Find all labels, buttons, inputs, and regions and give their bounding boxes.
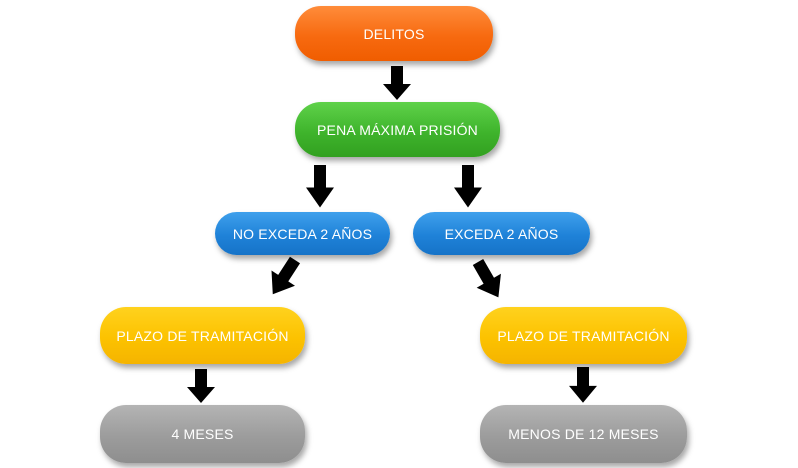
node-menos-de-12-meses: MENOS DE 12 MESES bbox=[480, 405, 687, 463]
node-delitos: DELITOS bbox=[295, 6, 493, 61]
node-delitos-label: DELITOS bbox=[363, 25, 425, 42]
arrow-plazo-right-to-12-meses bbox=[569, 367, 597, 403]
arrow-exceda-to-plazo-right bbox=[465, 255, 511, 305]
node-exceda-2-anos: EXCEDA 2 AÑOS bbox=[413, 212, 590, 255]
node-plazo-tramitacion-left: PLAZO DE TRAMITACIÓN bbox=[100, 307, 305, 364]
node-menos-de-12-meses-label: MENOS DE 12 MESES bbox=[508, 426, 659, 442]
node-exceda-2-anos-label: EXCEDA 2 AÑOS bbox=[444, 225, 559, 242]
node-pena-maxima-prision-label: PENA MÁXIMA PRISIÓN bbox=[317, 121, 478, 138]
node-4-meses-label: 4 MESES bbox=[171, 426, 234, 442]
arrow-pena-to-exceda bbox=[454, 165, 482, 208]
arrow-pena-to-no-exceda bbox=[306, 165, 334, 208]
arrow-delitos-to-pena bbox=[383, 66, 411, 100]
node-4-meses: 4 MESES bbox=[100, 405, 305, 463]
node-plazo-tramitacion-right: PLAZO DE TRAMITACIÓN bbox=[480, 307, 687, 364]
node-plazo-tramitacion-right-label: PLAZO DE TRAMITACIÓN bbox=[497, 327, 670, 344]
node-no-exceda-2-anos-label: NO EXCEDA 2 AÑOS bbox=[232, 225, 373, 242]
node-pena-maxima-prision: PENA MÁXIMA PRISIÓN bbox=[295, 102, 500, 157]
arrow-no-exceda-to-plazo-left bbox=[261, 252, 307, 302]
node-no-exceda-2-anos: NO EXCEDA 2 AÑOS bbox=[215, 212, 390, 255]
node-plazo-tramitacion-left-label: PLAZO DE TRAMITACIÓN bbox=[116, 327, 289, 344]
arrow-plazo-left-to-4-meses bbox=[187, 369, 215, 403]
